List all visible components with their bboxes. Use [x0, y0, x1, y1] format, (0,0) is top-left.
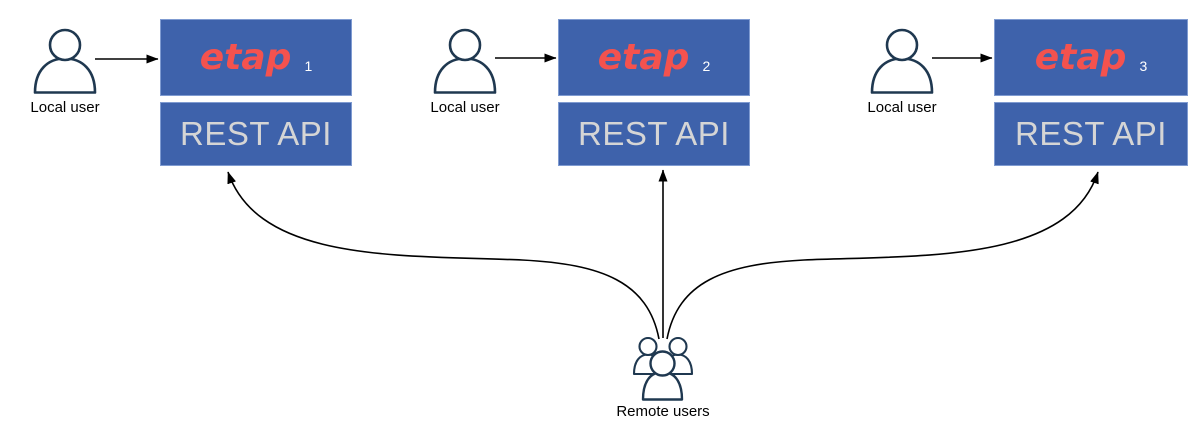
- remote-users-arrow-1: [227, 171, 660, 340]
- rest-api-label-3: REST API: [1015, 115, 1167, 152]
- etap-instance-number-1: 1: [304, 57, 313, 74]
- remote-users-label: Remote users: [616, 403, 710, 420]
- local-user-label-1: Local user: [30, 99, 100, 116]
- etap-logo-3: etap: [1034, 36, 1127, 78]
- rest-api-box-3: REST API: [994, 102, 1188, 166]
- etap-logo-1: etap: [199, 36, 292, 78]
- etap-instance-number-3: 3: [1139, 57, 1148, 74]
- etap-box-1: etap 1: [160, 19, 352, 96]
- local-user-icon-1: [33, 28, 97, 94]
- etap-instance-number-2: 2: [702, 57, 711, 74]
- remote-users-icon: [632, 336, 694, 401]
- local-user-icon-2: [433, 28, 497, 94]
- local-user-label-2: Local user: [430, 99, 500, 116]
- rest-api-box-2: REST API: [558, 102, 750, 166]
- rest-api-box-1: REST API: [160, 102, 352, 166]
- etap-box-3: etap 3: [994, 19, 1188, 96]
- etap-box-2: etap 2: [558, 19, 750, 96]
- rest-api-label-1: REST API: [180, 115, 332, 152]
- remote-person-front: [641, 350, 684, 401]
- rest-api-label-2: REST API: [578, 115, 730, 152]
- etap-logo-2: etap: [597, 36, 690, 78]
- local-user-icon-3: [870, 28, 934, 94]
- local-user-label-3: Local user: [867, 99, 937, 116]
- remote-users-arrow-3: [666, 171, 1099, 340]
